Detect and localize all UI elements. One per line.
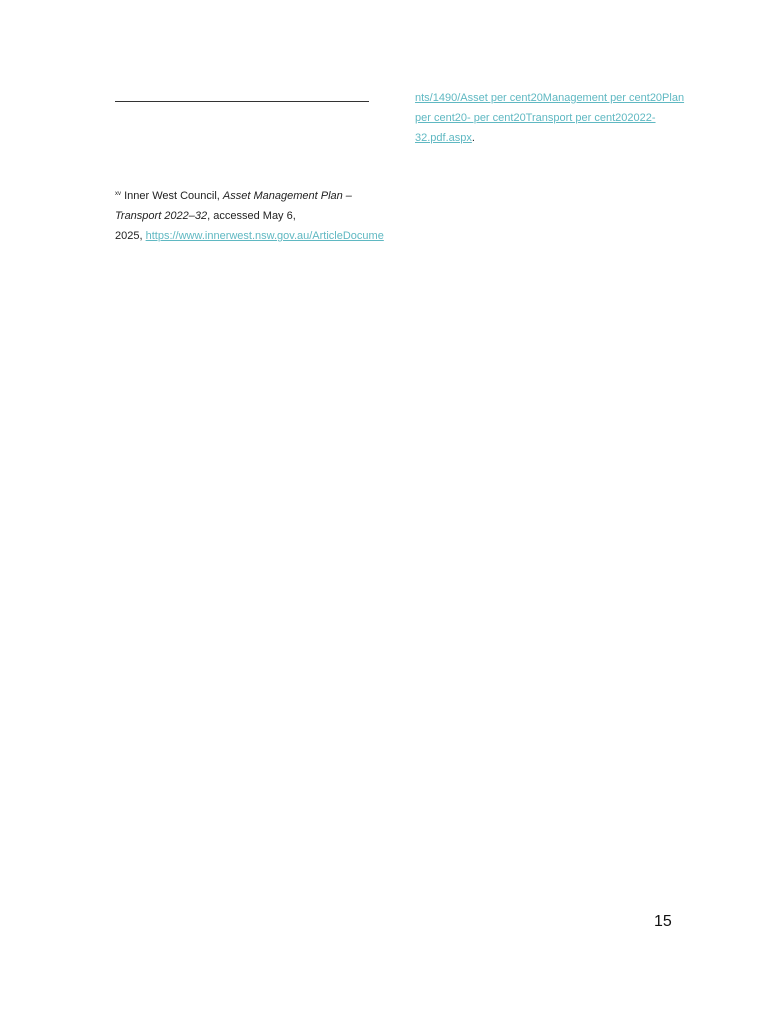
footnote-link-cont-1[interactable]: nts/1490/Asset per cent20Management per …: [415, 92, 685, 104]
footnote-link-cont-3[interactable]: 32.pdf.aspx: [415, 132, 472, 144]
footnote-separator: [115, 101, 369, 102]
footnote-period: .: [471, 132, 475, 144]
footnote-accessed: , accessed May 6,: [207, 210, 296, 222]
footnote-title-cont: Transport 2022–32: [115, 210, 208, 222]
footnote-marker: xv: [115, 191, 121, 197]
page-number: 15: [654, 913, 672, 930]
footnote-year: 2025,: [115, 230, 146, 242]
footnote-author: Inner West Council,: [124, 190, 223, 202]
footnote-link[interactable]: https://www.innerwest.nsw.gov.au/Article…: [145, 230, 384, 242]
footnote-xv: xv Inner West Council, Asset Management …: [115, 184, 384, 246]
footnote-xv-continued: nts/1490/Asset per cent20Management per …: [415, 88, 684, 148]
footnote-link-cont-2[interactable]: per cent20- per cent20Transport per cent…: [415, 112, 656, 124]
footnote-title: Asset Management Plan –: [222, 190, 352, 202]
